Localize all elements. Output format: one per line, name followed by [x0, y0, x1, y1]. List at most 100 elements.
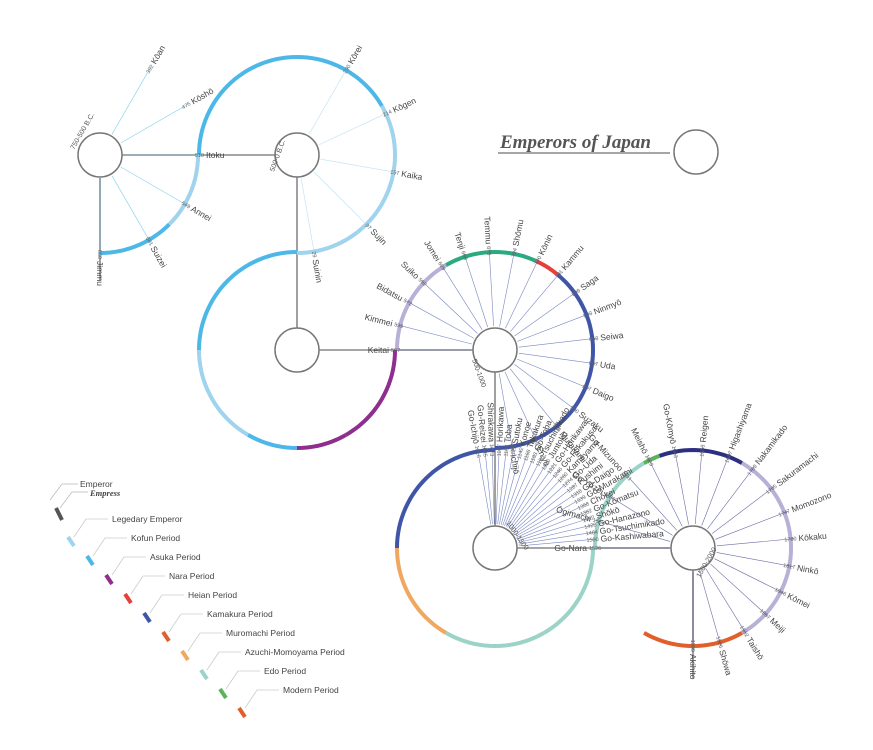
emperor-name: Bidatsu	[375, 281, 405, 304]
spoke-e5-3	[495, 446, 500, 525]
emperor-label-e5-2: Shirakawa 1073	[486, 402, 497, 456]
emperor-name: Ichijō	[508, 454, 521, 476]
spoke-e4-3	[420, 279, 478, 334]
legend-period-label-1: Kofun Period	[131, 533, 180, 543]
spoke-e5-5	[499, 447, 515, 525]
spoke-e6-5	[674, 447, 689, 525]
legend-swatch-8	[218, 687, 228, 700]
diagram-title: Emperors of Japan	[499, 132, 651, 153]
spoke-e4-16	[509, 368, 560, 430]
emperor-name: Shōmu	[510, 218, 525, 247]
emperor-year: 1107	[503, 444, 510, 456]
emperor-year: 157	[390, 169, 400, 177]
emperor-name: Toba	[502, 424, 514, 444]
spoke-e4-17	[504, 371, 538, 444]
spoke-e4-8	[505, 257, 540, 329]
spoke-e6-4	[647, 456, 683, 527]
spoke-e4-11	[517, 313, 591, 342]
spoke-e6-13	[714, 558, 785, 594]
emperor-name: Shōwa	[717, 649, 734, 677]
legend-leader-7	[206, 651, 220, 671]
emperor-year: 1368	[577, 501, 591, 512]
legend-period-label-8: Edo Period	[264, 666, 306, 676]
spoke-e4-18	[498, 373, 513, 451]
emperor-year: 887	[588, 361, 598, 368]
legend-leader-2	[111, 556, 125, 576]
arc-1b	[167, 154, 200, 226]
emperor-name: Keitai	[368, 345, 389, 355]
emperor-name: Reigen	[698, 415, 710, 443]
emperor-name: Kaika	[401, 168, 424, 182]
spoke-e4-12	[518, 337, 597, 348]
emperor-name: Kōkaku	[798, 531, 827, 544]
emperor-name: Go-Kōmyō	[661, 403, 678, 445]
emperor-name: Shirakawa	[486, 402, 497, 442]
hub-1	[77, 132, 123, 178]
spoke-e1-2	[120, 166, 189, 207]
emperor-spokes	[99, 66, 795, 650]
emperor-year: 897	[581, 384, 592, 393]
spoke-e5-8	[504, 453, 536, 527]
spoke-e5-10	[507, 460, 549, 528]
emperor-year: 673	[485, 246, 492, 256]
spoke-e4-9	[510, 271, 561, 332]
arc-4a	[395, 263, 448, 351]
emperor-year: 97	[363, 223, 372, 232]
emperor-name: Kōgen	[391, 95, 418, 115]
emperor-year: 833	[583, 311, 594, 320]
emperor-year: 1557	[592, 518, 605, 527]
emperor-name: Temmu	[482, 216, 494, 245]
arc-5d	[542, 547, 595, 635]
emperor-year: 724	[511, 248, 519, 258]
legend-period-label-4: Heian Period	[188, 590, 237, 600]
legend-period-label-5: Kamakura Period	[207, 609, 273, 619]
emperor-year: 510	[195, 153, 204, 159]
emperor-name: Tenji	[452, 231, 467, 251]
spoke-e5-14	[512, 479, 571, 533]
emperor-year: 1912	[738, 625, 750, 639]
spoke-e5-16	[514, 490, 580, 535]
spoke-e6-12	[716, 552, 794, 567]
spoke-e5-22	[518, 531, 596, 545]
emperor-year: 1687	[724, 450, 734, 464]
spoke-e5-18	[516, 503, 588, 538]
spoke-e5-17	[515, 497, 584, 537]
emperor-year: 1989	[689, 640, 695, 652]
emperor-name: Annei	[189, 204, 213, 224]
emperor-year: 1073	[488, 444, 494, 456]
spoke-e4-10	[514, 290, 579, 337]
emperor-year: 1817	[782, 563, 795, 571]
spoke-e6-15	[705, 568, 747, 635]
arc-6d	[740, 461, 793, 549]
spoke-e5-1	[484, 446, 493, 525]
arc-4d	[535, 259, 560, 277]
legend-swatch-9	[237, 706, 247, 719]
emperor-year: 1045	[480, 444, 487, 457]
spoke-e5-2	[491, 445, 495, 525]
spoke-e4-15	[514, 364, 577, 412]
hub-5	[472, 525, 518, 571]
spoke-e6-8	[707, 466, 755, 529]
emperor-year: 1318	[570, 488, 584, 500]
emperor-year: 539	[393, 322, 403, 330]
arc-4c	[494, 250, 538, 264]
spoke-e4-14	[517, 358, 590, 389]
emperor-name: Horikawa	[494, 406, 505, 442]
emperor-name: Nakamikado	[753, 422, 790, 466]
emperor-year: 986	[508, 443, 516, 453]
emperor-name: Sakuramachi	[775, 450, 821, 488]
century-hubs: 750-500 B.C. 500-0 B.C. 500-1000 1000-15…	[70, 112, 719, 579]
emperor-year: 668	[459, 250, 468, 261]
